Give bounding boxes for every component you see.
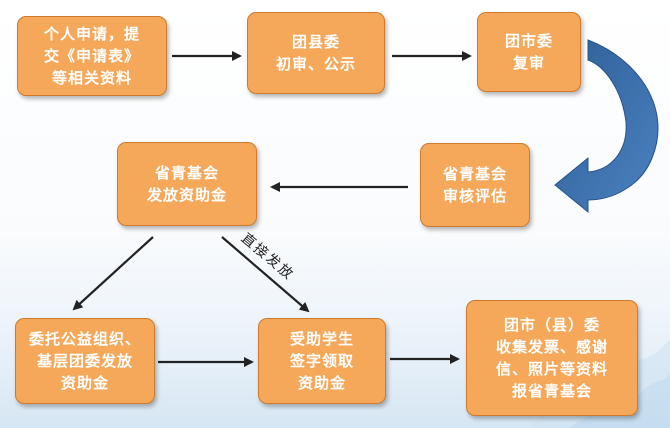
- node-county-line-2: 初审、公示: [275, 55, 356, 73]
- node-entrust-organizations: 委托公益组织、基层团委发放资助金: [15, 318, 155, 404]
- node-apply-line-2: 交《申请表》: [43, 47, 140, 65]
- node-apply-line-3: 等相关资料: [51, 69, 132, 87]
- node-foundation-issue: 省青基会发放资助金: [117, 142, 257, 226]
- node-collect-line-4: 报省青基会: [511, 382, 592, 400]
- node-issue-line-2: 发放资助金: [146, 186, 227, 204]
- node-collect-line-2: 收集发票、感谢: [495, 338, 608, 356]
- node-city-line-1: 团市委: [504, 32, 553, 50]
- node-student-line-2: 签字领取: [289, 352, 354, 370]
- node-county-league: 团县委初审、公示: [247, 12, 385, 94]
- node-entrust-line-1: 委托公益组织、: [28, 330, 141, 348]
- node-collect-line-1: 团市（县）委: [503, 316, 600, 334]
- node-entrust-line-3: 资助金: [60, 374, 109, 392]
- node-foundation-review: 省青基会审核评估: [420, 143, 530, 227]
- node-city-line-2: 复审: [512, 54, 545, 72]
- node-student-line-3: 资助金: [297, 374, 346, 392]
- arrow-issue-to-student-direct: [221, 236, 310, 313]
- arrow-issue-to-entrust: [72, 236, 154, 311]
- node-personal-application: 个人申请，提交《申请表》等相关资料: [17, 16, 167, 96]
- node-entrust-line-2: 基层团委发放: [36, 352, 133, 370]
- node-city-league: 团市委复审: [477, 12, 581, 92]
- node-collect-line-3: 信、照片等资料: [495, 360, 608, 378]
- node-student-receipt: 受助学生签字领取资助金: [258, 318, 386, 404]
- node-review-line-1: 省青基会: [442, 165, 507, 183]
- node-collect-materials: 团市（县）委收集发票、感谢信、照片等资料报省青基会: [466, 300, 638, 416]
- node-apply-line-1: 个人申请，提: [43, 25, 140, 43]
- node-issue-line-1: 省青基会: [154, 164, 219, 182]
- arrow-city-to-province-review: [554, 39, 659, 214]
- node-review-line-2: 审核评估: [442, 187, 507, 205]
- node-student-line-1: 受助学生: [289, 330, 354, 348]
- node-county-line-1: 团县委: [291, 33, 340, 51]
